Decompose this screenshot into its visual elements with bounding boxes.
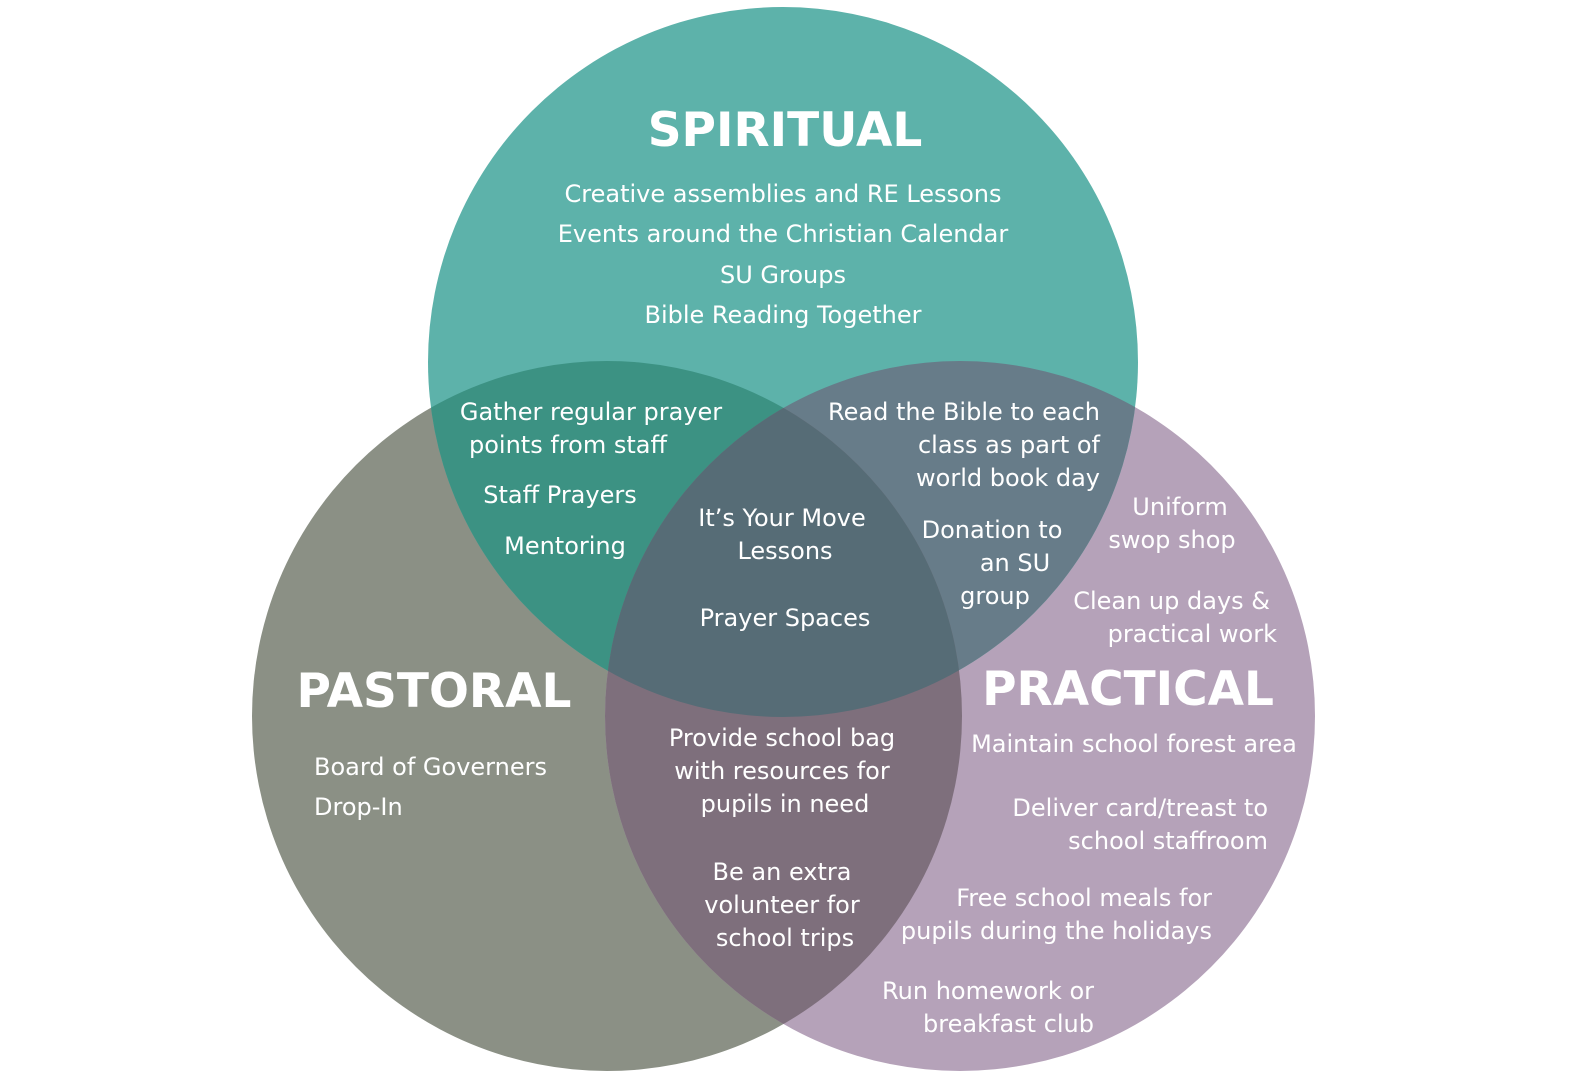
spiritual-practical-item: class as part of <box>918 431 1101 459</box>
spiritual-practical-item: an SU <box>980 549 1050 577</box>
practical-item: Uniform <box>1132 493 1227 521</box>
practical-item: Clean up days & <box>1073 587 1270 615</box>
pastoral-practical-item: pupils in need <box>701 790 870 818</box>
practical-item: school staffroom <box>1068 827 1268 855</box>
spiritual-title: SPIRITUAL <box>648 103 923 158</box>
spiritual-item: Creative assemblies and RE Lessons <box>565 180 1002 208</box>
practical-item: swop shop <box>1108 526 1235 554</box>
spiritual-practical-item: world book day <box>916 464 1100 492</box>
practical-item: Free school meals for <box>956 884 1212 912</box>
practical-item: pupils during the holidays <box>901 917 1212 945</box>
pastoral-practical-item: school trips <box>716 924 854 952</box>
spiritual-practical-item: Donation to <box>922 516 1063 544</box>
spiritual-item: Events around the Christian Calendar <box>558 220 1009 248</box>
center-item: Lessons <box>737 537 832 565</box>
practical-item: Maintain school forest area <box>971 730 1297 758</box>
spiritual-item: Bible Reading Together <box>645 301 922 329</box>
pastoral-practical-item: Be an extra <box>713 858 852 886</box>
spiritual-practical-item: Read the Bible to each <box>828 398 1100 426</box>
pastoral-practical-item: volunteer for <box>704 891 860 919</box>
spiritual-pastoral-item: points from staff <box>469 431 667 459</box>
practical-item: practical work <box>1108 620 1277 648</box>
pastoral-practical-item: Provide school bag <box>669 724 895 752</box>
spiritual-pastoral-item: Staff Prayers <box>483 481 636 509</box>
pastoral-practical-item: with resources for <box>674 757 890 785</box>
practical-item: breakfast club <box>923 1010 1094 1038</box>
center-item: It’s Your Move <box>698 504 865 532</box>
practical-item: Deliver card/treast to <box>1012 794 1268 822</box>
spiritual-pastoral-item: Gather regular prayer <box>460 398 722 426</box>
spiritual-item: SU Groups <box>720 261 846 289</box>
practical-title: PRACTICAL <box>982 662 1274 717</box>
pastoral-item: Drop-In <box>314 793 403 821</box>
pastoral-item: Board of Governers <box>314 753 547 781</box>
practical-item: Run homework or <box>882 977 1094 1005</box>
spiritual-pastoral-item: Mentoring <box>504 532 626 560</box>
pastoral-title: PASTORAL <box>297 664 572 719</box>
center-item: Prayer Spaces <box>700 604 871 632</box>
spiritual-practical-item: group <box>960 582 1030 610</box>
